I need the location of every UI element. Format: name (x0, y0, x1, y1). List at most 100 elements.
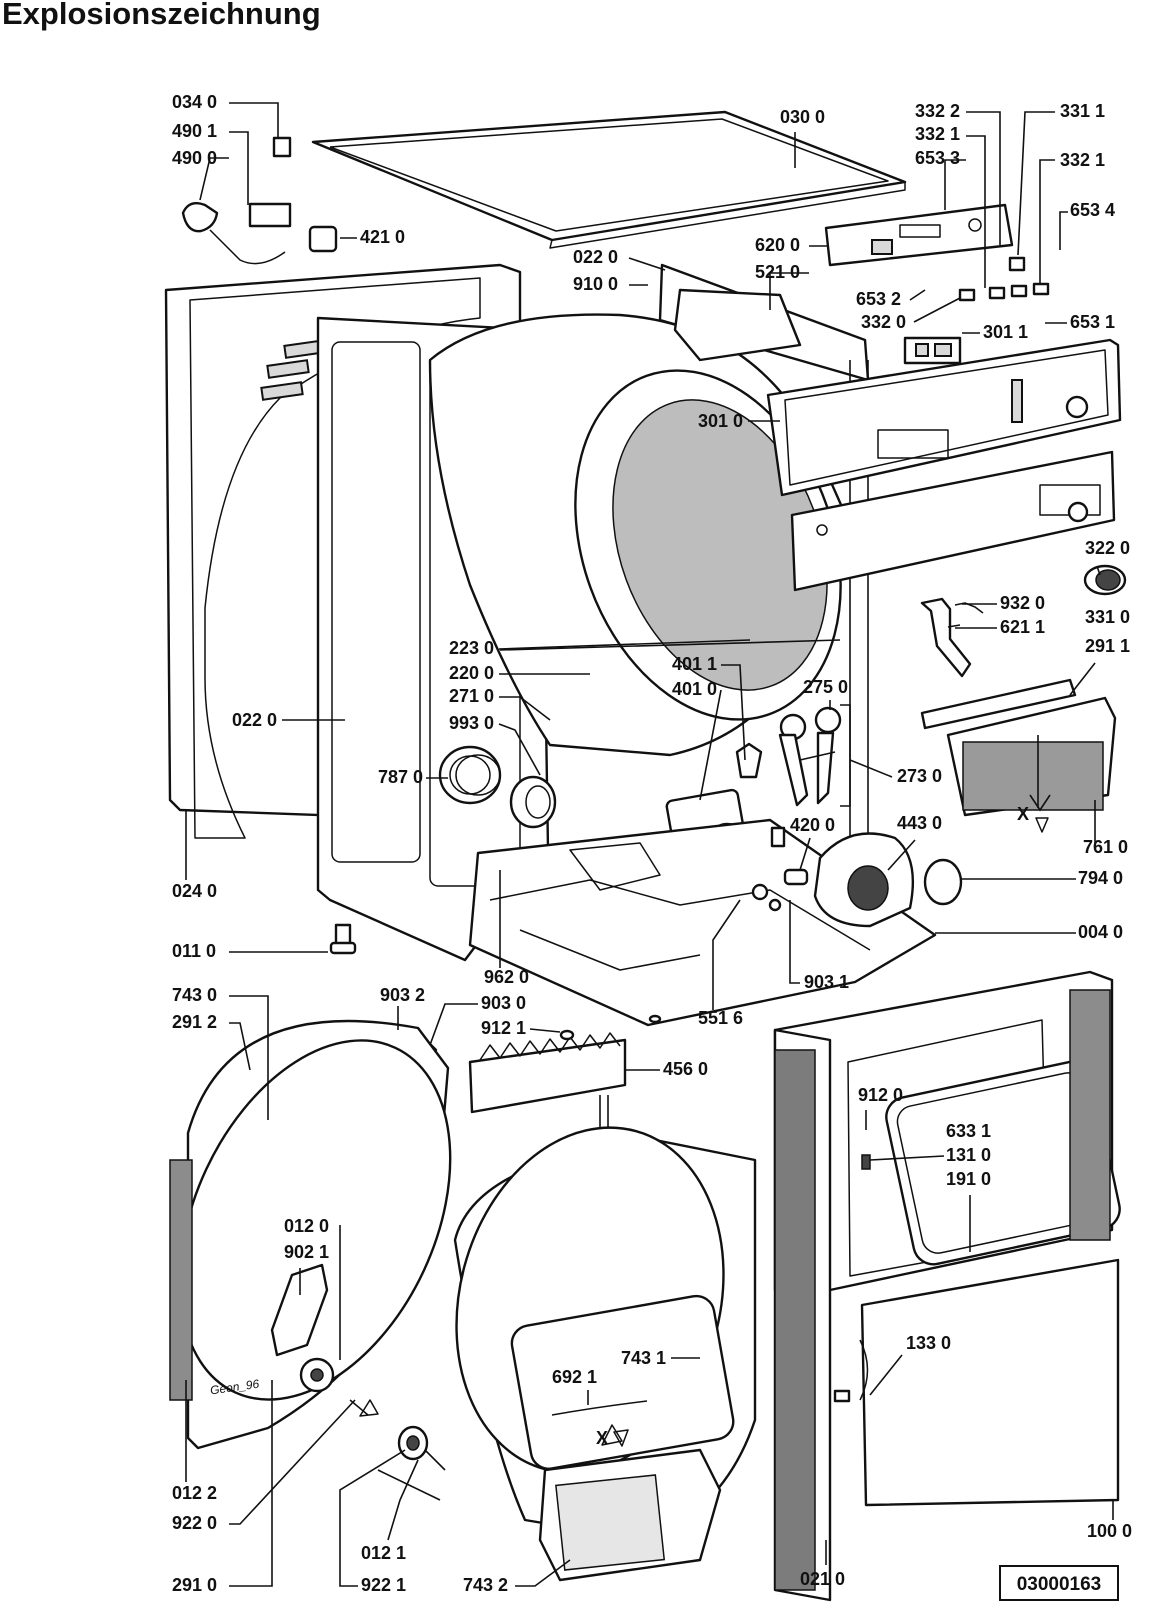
part-label-903-1: 903 1 (804, 972, 849, 992)
part-label-653-2: 653 2 (856, 289, 901, 309)
part-label-332-2: 332 2 (915, 101, 960, 121)
part-label-443-0: 443 0 (897, 813, 942, 833)
page-title: Explosionszeichnung (2, 0, 321, 31)
leader-lines (185, 102, 1114, 1587)
part-label-490-1: 490 1 (172, 121, 217, 141)
part-label-743-2: 743 2 (463, 1575, 508, 1595)
heater-coil (438, 745, 557, 829)
heating-element (468, 1032, 627, 1140)
small-switch-parts (903, 256, 1050, 365)
part-label-291-0: 291 0 (172, 1575, 217, 1595)
drum (428, 313, 852, 757)
front-wall (453, 1126, 757, 1542)
part-label-692-1: 692 1 (552, 1367, 597, 1387)
part-label-794-0: 794 0 (1078, 868, 1123, 888)
part-label-421-0: 421 0 (360, 227, 405, 247)
part-label-012-1: 012 1 (361, 1543, 406, 1563)
part-label-021-0: 021 0 (800, 1569, 845, 1589)
screw (329, 923, 357, 955)
control-panel (766, 338, 1122, 497)
part-label-004-0: 004 0 (1078, 922, 1123, 942)
lint-box (538, 1448, 722, 1582)
component-artwork (164, 110, 1127, 1602)
part-label-743-0: 743 0 (172, 985, 217, 1005)
part-label-653-1: 653 1 (1070, 312, 1115, 332)
part-label-301-0: 301 0 (698, 411, 743, 431)
part-label-490-0: 490 0 (172, 148, 217, 168)
part-label-291-1: 291 1 (1085, 636, 1130, 656)
part-label-012-0: 012 0 (284, 1216, 329, 1236)
part-label-034-0: 034 0 (172, 92, 217, 112)
part-label-100-0: 100 0 (1087, 1521, 1132, 1541)
part-label-022-0: 022 0 (573, 247, 618, 267)
part-label-993-0: 993 0 (449, 713, 494, 733)
direction-marker-x: X (596, 1428, 608, 1448)
part-label-743-1: 743 1 (621, 1348, 666, 1368)
part-label-633-1: 633 1 (946, 1121, 991, 1141)
part-label-401-0: 401 0 (672, 679, 717, 699)
part-label-902-1: 902 1 (284, 1242, 329, 1262)
belt-tensioner (778, 704, 851, 807)
part-label-922-1: 922 1 (361, 1575, 406, 1595)
part-label-332-1: 332 1 (1060, 150, 1105, 170)
part-label-761-0: 761 0 (1083, 837, 1128, 857)
part-label-331-0: 331 0 (1085, 607, 1130, 627)
part-label-932-0: 932 0 (1000, 593, 1045, 613)
part-label-131-0: 131 0 (946, 1145, 991, 1165)
part-label-301-1: 301 1 (983, 322, 1028, 342)
part-label-653-4: 653 4 (1070, 200, 1115, 220)
door (833, 1258, 1120, 1507)
top-cover (311, 110, 907, 249)
part-label-030-0: 030 0 (780, 107, 825, 127)
door-frame (773, 970, 1121, 1602)
part-label-401-1: 401 1 (672, 654, 717, 674)
direction-markers: XX (596, 804, 1029, 1448)
arrow-glyphs (613, 817, 1049, 1447)
part-label-271-0: 271 0 (449, 686, 494, 706)
small-electrical (751, 826, 809, 912)
electronics-board (824, 203, 1014, 267)
part-label-133-0: 133 0 (906, 1333, 951, 1353)
part-label-322-0: 322 0 (1085, 538, 1130, 558)
control-fascia (790, 450, 1116, 592)
clip-part (272, 136, 292, 158)
knob (1083, 564, 1127, 596)
doc-id-box: 03000163 (999, 1565, 1119, 1601)
part-label-903-0: 903 0 (481, 993, 526, 1013)
part-label-922-0: 922 0 (172, 1513, 217, 1533)
part-label-332-0: 332 0 (861, 312, 906, 332)
part-label-787-0: 787 0 (378, 767, 423, 787)
part-label-223-0: 223 0 (449, 638, 494, 658)
direction-marker-x: X (1017, 804, 1029, 824)
part-label-291-2: 291 2 (172, 1012, 217, 1032)
doc-id: 03000163 (1017, 1574, 1102, 1595)
part-label-912-1: 912 1 (481, 1018, 526, 1038)
part-label-011-0: 011 0 (172, 941, 216, 961)
part-label-022-0: 022 0 (232, 710, 277, 730)
lint-filter (920, 678, 1117, 817)
part-label-620-0: 620 0 (755, 235, 800, 255)
stamp-geon: Geon_96 (209, 1377, 260, 1398)
part-label-420-0: 420 0 (790, 815, 835, 835)
part-label-962-0: 962 0 (484, 967, 529, 987)
part-label-012-2: 012 2 (172, 1483, 217, 1503)
part-label-912-0: 912 0 (858, 1085, 903, 1105)
part-label-275-0: 275 0 (803, 677, 848, 697)
part-label-621-1: 621 1 (1000, 617, 1045, 637)
part-label-551-6: 551 6 (698, 1008, 743, 1028)
part-label-273-0: 273 0 (897, 766, 942, 786)
part-label-220-0: 220 0 (449, 663, 494, 683)
rear-wall (169, 1019, 452, 1450)
part-label-024-0: 024 0 (172, 881, 217, 901)
part-label-521-0: 521 0 (755, 262, 800, 282)
rear-frame (658, 263, 870, 920)
part-label-456-0: 456 0 (663, 1059, 708, 1079)
part-label-191-0: 191 0 (946, 1169, 991, 1189)
part-label-903-2: 903 2 (380, 985, 425, 1005)
bearing-parts (377, 1425, 446, 1501)
door-lever (920, 597, 984, 678)
part-label-910-0: 910 0 (573, 274, 618, 294)
fan-housing (813, 832, 963, 928)
